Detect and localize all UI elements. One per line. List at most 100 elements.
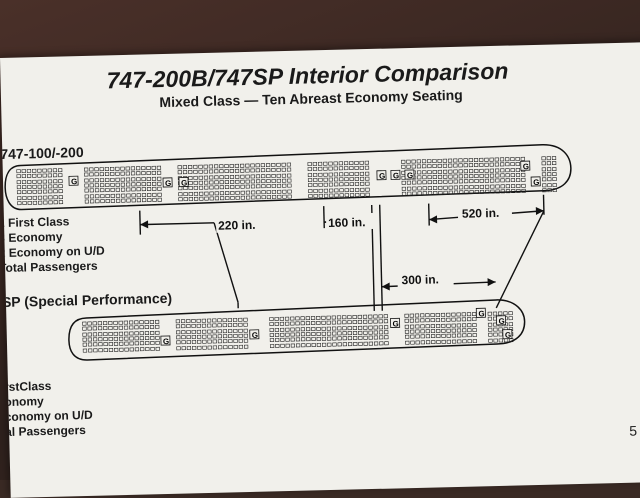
seat (116, 199, 120, 202)
galley-label: G (393, 171, 399, 180)
seat (334, 173, 338, 176)
seat (480, 163, 484, 166)
document-page: 747-200B/747SP Interior Comparison Mixed… (0, 42, 640, 498)
seat (329, 178, 333, 181)
seat (457, 324, 461, 327)
seat (509, 317, 513, 320)
seat (454, 170, 458, 173)
seat (410, 314, 414, 317)
seat (285, 328, 289, 331)
seat (152, 171, 156, 174)
seat (407, 181, 411, 184)
seat (363, 326, 367, 329)
seat (469, 174, 473, 177)
seat (296, 328, 300, 331)
seat (454, 164, 458, 167)
seat (54, 185, 58, 188)
seat (198, 346, 202, 349)
seat (447, 334, 451, 337)
seat (142, 171, 146, 174)
seat (334, 183, 338, 186)
seat (359, 336, 363, 339)
seat (553, 172, 557, 175)
seat (449, 180, 453, 183)
seat (239, 323, 243, 326)
seat (332, 321, 336, 324)
seat (436, 324, 440, 327)
seat (130, 342, 134, 345)
seat (473, 323, 477, 326)
seat (33, 201, 37, 204)
seat (348, 336, 352, 339)
seat (379, 331, 383, 334)
seat (182, 336, 186, 339)
seat (306, 317, 310, 320)
seat (322, 327, 326, 330)
seat (229, 345, 233, 348)
seat (43, 174, 47, 177)
seat (431, 340, 435, 343)
seat (421, 335, 425, 338)
seat (459, 159, 463, 162)
seat (251, 191, 255, 194)
seat (188, 165, 192, 168)
seat (334, 189, 338, 192)
seat (454, 180, 458, 183)
seat (319, 173, 323, 176)
seat (339, 162, 343, 165)
seat (209, 170, 213, 173)
seat (225, 185, 229, 188)
seat (38, 180, 42, 183)
seat (313, 173, 317, 176)
seat (443, 175, 447, 178)
seat (266, 168, 270, 171)
seat (114, 332, 118, 335)
seat (176, 336, 180, 339)
seat (218, 335, 222, 338)
seat (214, 170, 218, 173)
seat (452, 318, 456, 321)
seat (220, 170, 224, 173)
seat (271, 163, 275, 166)
seat (157, 171, 161, 174)
seat (53, 180, 57, 183)
seat (448, 164, 452, 167)
seat (327, 316, 331, 319)
seat (499, 333, 503, 336)
seat (90, 184, 94, 187)
seat (100, 168, 104, 171)
seat (150, 325, 154, 328)
seat (204, 176, 208, 179)
seat (270, 333, 274, 336)
seat (282, 168, 286, 171)
seat (202, 335, 206, 338)
seat (105, 167, 109, 170)
seat (494, 339, 498, 342)
seat (446, 318, 450, 321)
seat (228, 318, 232, 321)
seat (193, 165, 197, 168)
seat (475, 174, 479, 177)
seat (521, 157, 525, 160)
seat (480, 179, 484, 182)
seat (277, 190, 281, 193)
seat (257, 191, 261, 194)
seat (418, 187, 422, 190)
seat (343, 332, 347, 335)
seat (332, 327, 336, 330)
seat (189, 197, 193, 200)
seat (521, 173, 525, 176)
seat (147, 171, 151, 174)
seat (83, 327, 87, 330)
seat (246, 191, 250, 194)
seat (433, 180, 437, 183)
seat (104, 332, 108, 335)
seat (126, 178, 130, 181)
seat (53, 169, 57, 172)
seat (402, 181, 406, 184)
seat (311, 316, 315, 319)
seat (467, 318, 471, 321)
seat (542, 184, 546, 187)
seat (282, 184, 286, 187)
